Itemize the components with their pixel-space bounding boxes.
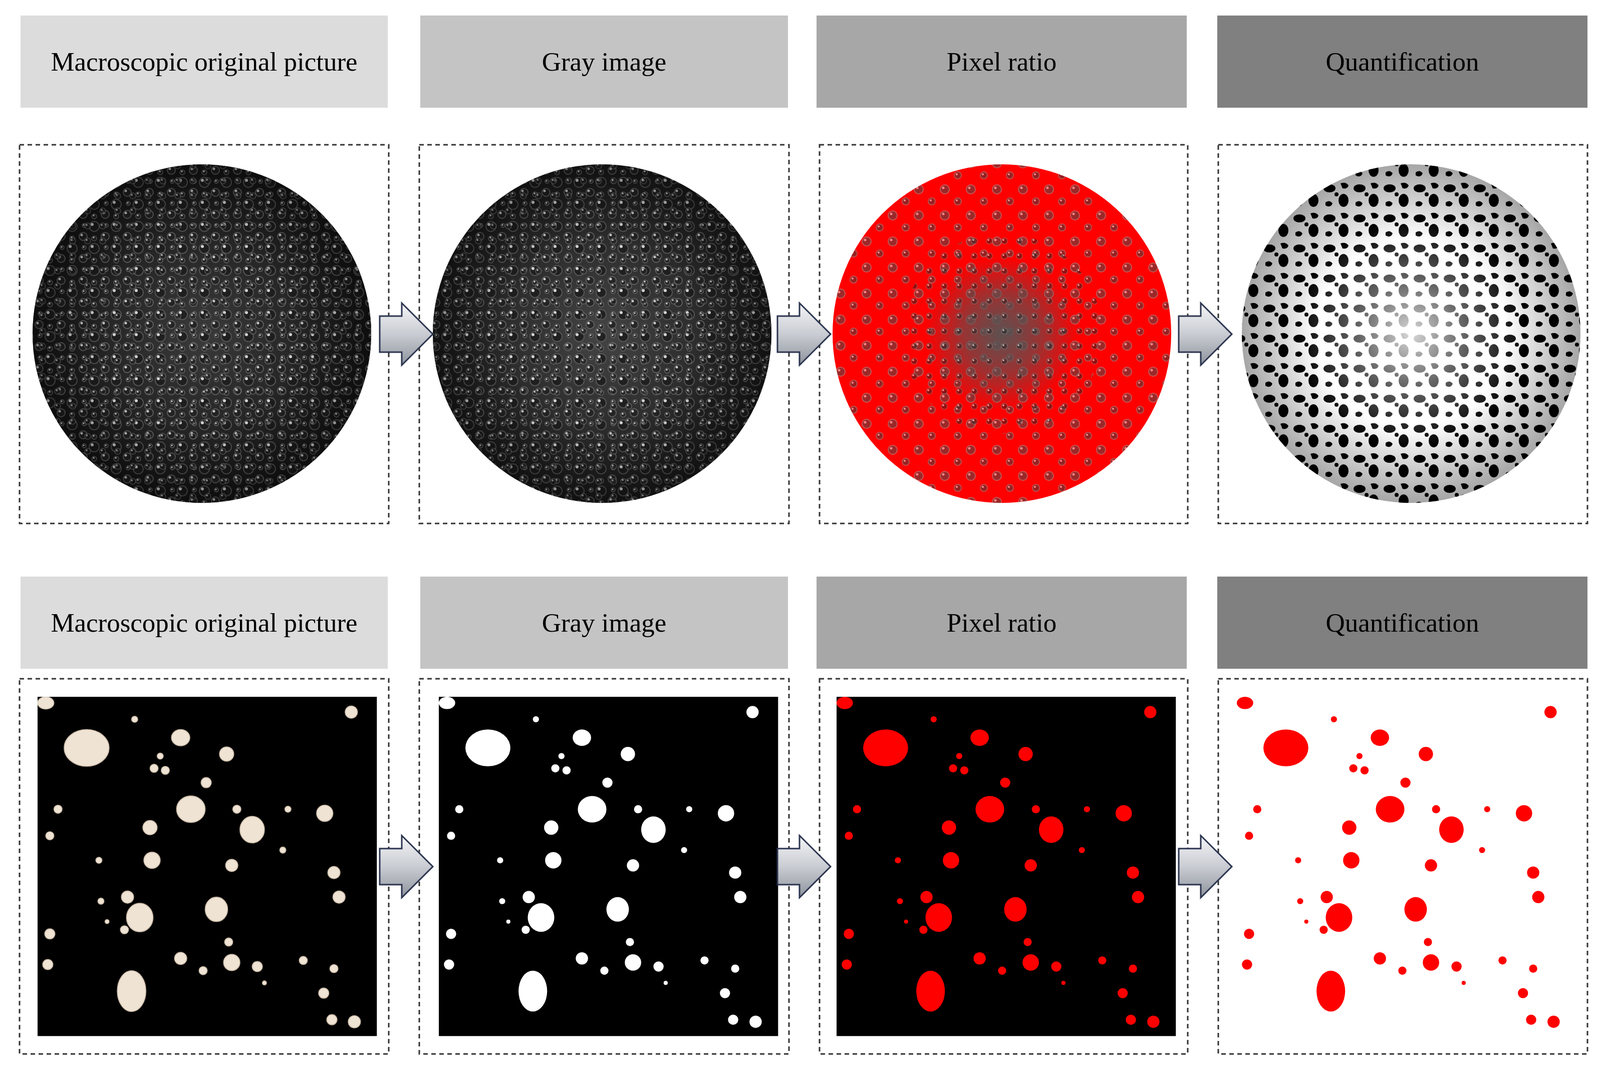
step-label: Pixel ratio (946, 46, 1057, 77)
quantified-droplet-image (1241, 164, 1581, 503)
step-label: Macroscopic original picture (50, 607, 358, 638)
gray-blob-image (438, 696, 778, 1036)
step-label: Gray image (542, 46, 667, 77)
step-label: Macroscopic original picture (50, 46, 358, 77)
step-label: Quantification (1325, 607, 1479, 638)
original-blob-image (37, 696, 377, 1036)
pixel-ratio-droplet-image (832, 164, 1172, 503)
step-header-band: Macroscopic original picture (20, 15, 388, 108)
step-header-band: Quantification (1217, 15, 1588, 108)
step-header-band: Pixel ratio (816, 15, 1187, 108)
step-header-band: Gray image (420, 576, 788, 669)
step-header-band: Quantification (1217, 576, 1588, 669)
step-label: Quantification (1325, 46, 1479, 77)
step-header-band: Macroscopic original picture (20, 576, 388, 669)
step-header-band: Pixel ratio (816, 576, 1187, 669)
dashed-panel (19, 144, 1588, 1054)
gray-droplet-image (432, 164, 772, 503)
step-label: Pixel ratio (946, 607, 1057, 638)
step-label: Gray image (542, 607, 667, 638)
pixel-ratio-blob-image (836, 696, 1176, 1036)
quantified-blob-image (1236, 696, 1576, 1036)
step-header-band: Gray image (420, 15, 788, 108)
block-arrow (379, 303, 1232, 898)
original-droplet-image (32, 164, 372, 503)
